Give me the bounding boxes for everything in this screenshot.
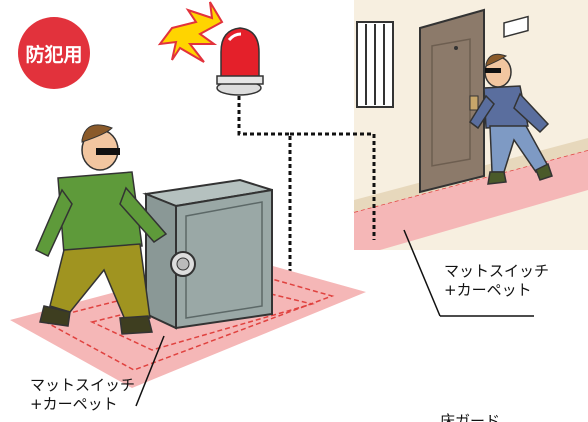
window: [356, 21, 394, 108]
mat-switch-line-1: マットスイッチ: [444, 262, 550, 280]
badge-text: 防犯用: [25, 43, 83, 66]
door: [419, 8, 485, 194]
intruder-left: [35, 124, 168, 335]
alarm-burst: [157, 1, 224, 63]
alarm-light: [216, 27, 264, 96]
mat-switch-line-2: +カーペット: [444, 281, 532, 299]
mat-switch-label-left: マットスイッチ +カーペット: [30, 376, 135, 414]
safe: [142, 178, 273, 330]
vent-plate: [503, 15, 529, 38]
leader-lines: [135, 229, 534, 407]
crime-prevention-badge: 防犯用: [18, 17, 90, 89]
mat-switch-line-2: +カーペット: [30, 395, 118, 413]
signal-wiring: [237, 96, 376, 290]
floor-guard-caption: 床ガード: [440, 412, 501, 422]
intruder-right: [469, 53, 553, 185]
mat-switch-line-1: マットスイッチ: [30, 376, 136, 394]
mat-switch-label-right: マットスイッチ +カーペット: [444, 262, 549, 300]
